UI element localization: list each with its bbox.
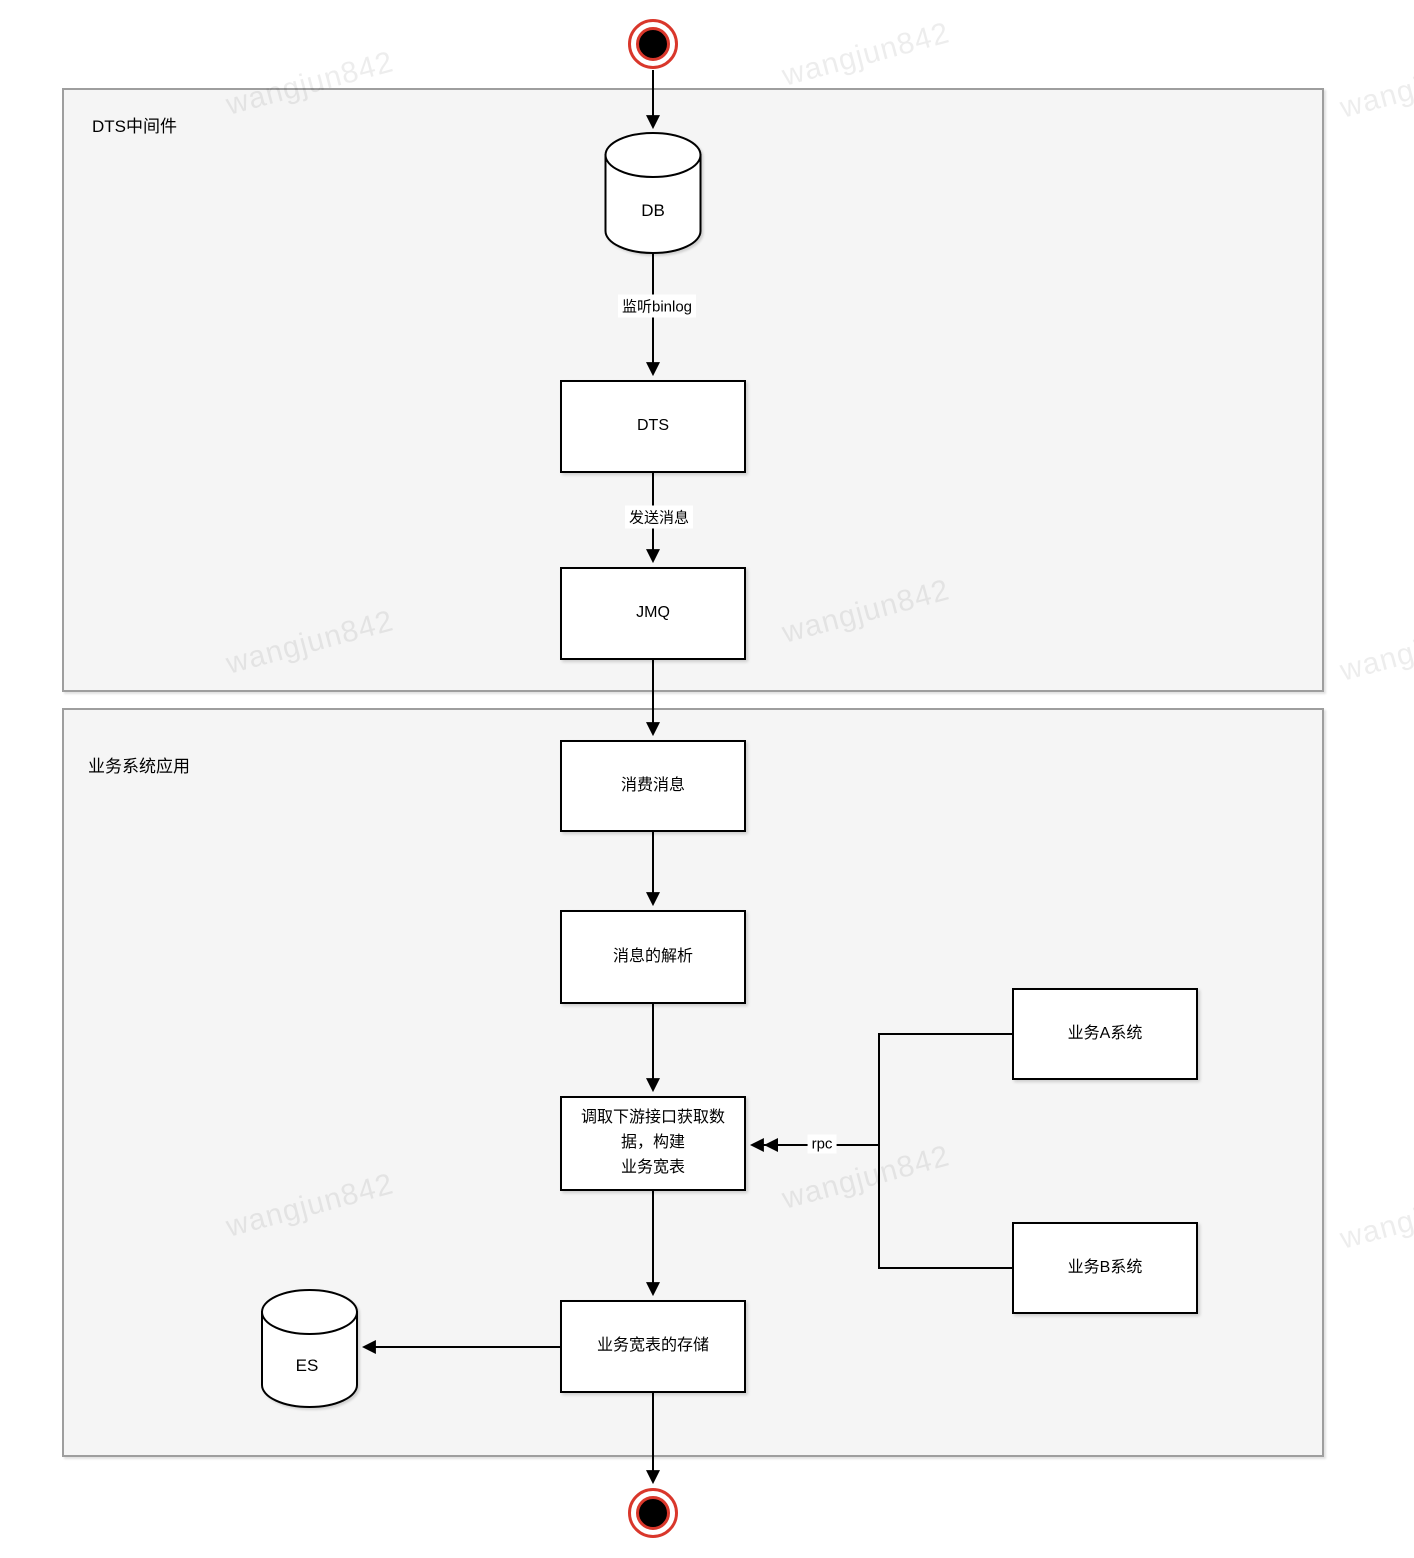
node-store-wide-table: 业务宽表的存储: [560, 1300, 746, 1393]
node-consume-message: 消费消息: [560, 740, 746, 832]
node-db: DB: [641, 201, 665, 220]
edge-label-rpc: rpc: [807, 1134, 837, 1154]
node-es: ES: [295, 1356, 319, 1375]
group-label-dts-middleware: DTS中间件: [92, 117, 177, 136]
db-cylinder-shape: [604, 132, 702, 254]
start-node: [628, 19, 678, 69]
node-jmq: JMQ: [560, 567, 746, 660]
node-business-system-b: 业务B系统: [1012, 1222, 1198, 1314]
node-parse-message: 消息的解析: [560, 910, 746, 1004]
node-fetch-build-wide-table: 调取下游接口获取数据，构建 业务宽表: [560, 1096, 746, 1191]
group-label-business-system: 业务系统应用: [88, 757, 190, 776]
edge-rpc-second-arrowhead: [764, 1138, 778, 1152]
node-dts: DTS: [560, 380, 746, 473]
end-node-core: [636, 1496, 670, 1530]
edge-label-send-message: 发送消息: [624, 505, 694, 529]
end-node: [628, 1488, 678, 1538]
edge-label-listen-binlog: 监听binlog: [617, 294, 697, 318]
es-cylinder-shape: [261, 1289, 358, 1408]
edge-systems-bracket: [878, 1033, 1012, 1269]
start-node-core: [636, 27, 670, 61]
node-business-system-a: 业务A系统: [1012, 988, 1198, 1080]
